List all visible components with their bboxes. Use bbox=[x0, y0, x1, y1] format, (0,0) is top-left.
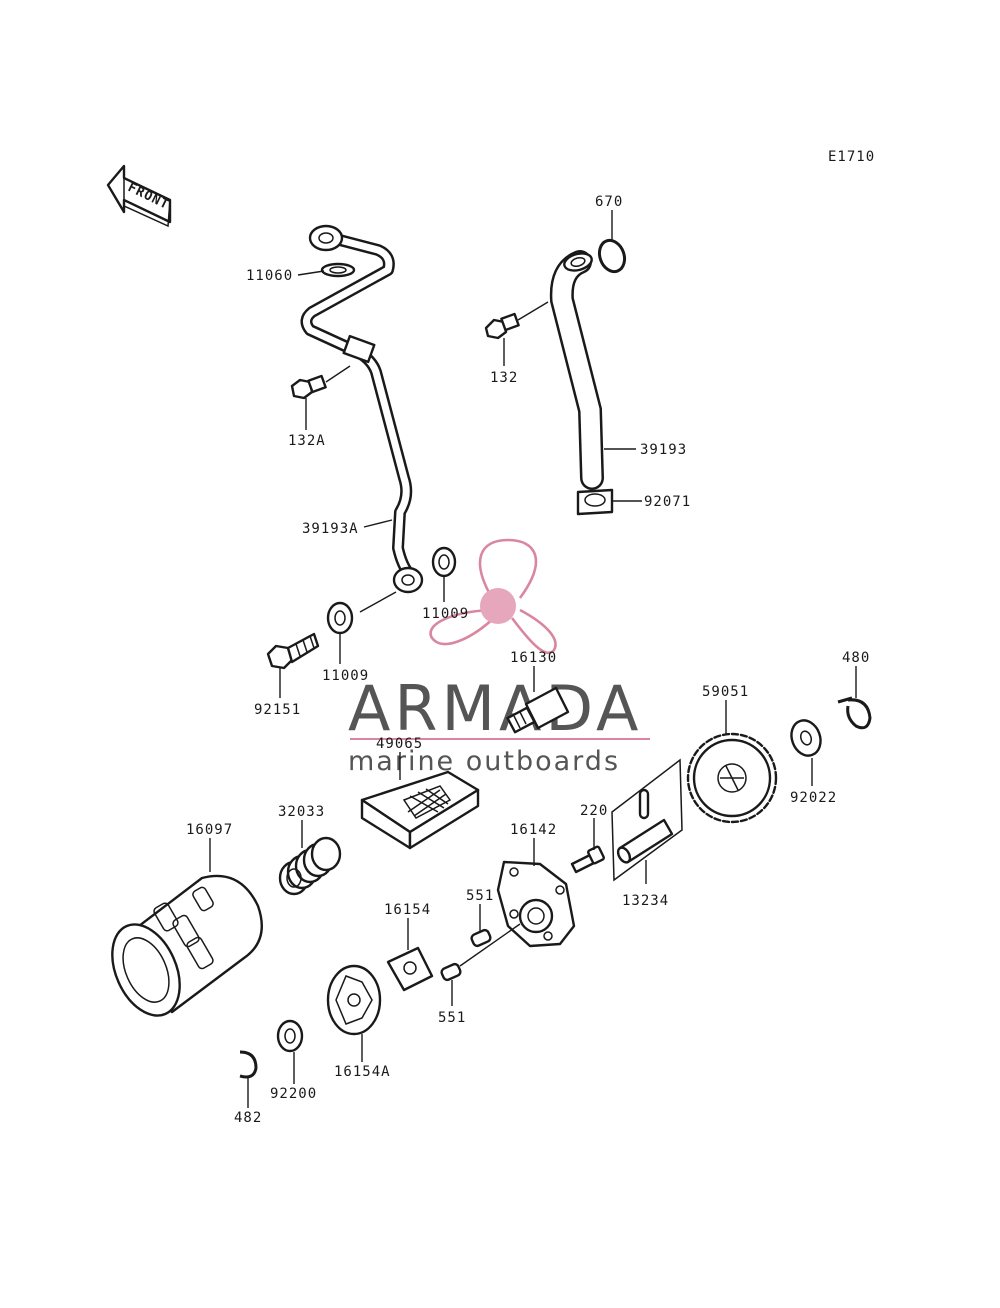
callout-39193: 39193 bbox=[640, 442, 687, 458]
diagram-code: E1710 bbox=[828, 149, 875, 165]
callout-59051: 59051 bbox=[702, 684, 749, 700]
callout-92022: 92022 bbox=[790, 790, 837, 806]
callout-480: 480 bbox=[842, 650, 870, 666]
bolt-132a bbox=[290, 365, 351, 400]
propeller-icon bbox=[429, 538, 557, 655]
callout-labels: 11060 132A 39193A 11009 11009 92151 670 … bbox=[186, 194, 870, 1126]
callout-16130: 16130 bbox=[510, 650, 557, 666]
callout-32033: 32033 bbox=[278, 804, 325, 820]
callout-11060: 11060 bbox=[246, 268, 293, 284]
callout-16097: 16097 bbox=[186, 822, 233, 838]
dowel-pin-551-lower bbox=[440, 962, 462, 982]
callout-11009-upper: 11009 bbox=[422, 606, 469, 622]
pump-gear-59051 bbox=[686, 732, 778, 824]
gasket-11060 bbox=[320, 262, 356, 278]
callout-92200: 92200 bbox=[270, 1086, 317, 1102]
circlip-480 bbox=[837, 696, 872, 730]
washer-92022 bbox=[790, 719, 822, 757]
watermark-title: ARMADA bbox=[348, 672, 642, 745]
pump-body-16142 bbox=[459, 860, 576, 967]
screw-220 bbox=[570, 845, 605, 874]
banjo-bolt-92151 bbox=[266, 632, 320, 670]
clamp-92071 bbox=[576, 488, 614, 516]
callout-132a: 132A bbox=[288, 433, 326, 449]
callout-482: 482 bbox=[234, 1110, 262, 1126]
relief-valve-16130 bbox=[506, 686, 570, 734]
bolt-132 bbox=[484, 301, 549, 340]
callout-92071: 92071 bbox=[644, 494, 691, 510]
watermark-subtitle: marine outboards bbox=[348, 746, 620, 777]
callout-551-upper: 551 bbox=[466, 888, 494, 904]
callout-92151: 92151 bbox=[254, 702, 301, 718]
spring-32033 bbox=[278, 836, 342, 896]
washer-11009-upper bbox=[431, 546, 457, 578]
leader-lines bbox=[209, 210, 857, 1108]
front-arrow-icon: FRONT bbox=[106, 164, 171, 228]
callout-220: 220 bbox=[580, 803, 608, 819]
oil-pipe-39193 bbox=[549, 250, 604, 490]
callout-132: 132 bbox=[490, 370, 518, 386]
callout-39193a: 39193A bbox=[302, 521, 359, 537]
oil-pipe-39193a bbox=[300, 224, 424, 594]
oil-filter-16097 bbox=[111, 874, 263, 1017]
oil-strainer-49065 bbox=[360, 770, 480, 850]
callout-16142: 16142 bbox=[510, 822, 557, 838]
e-clip-482 bbox=[239, 1050, 258, 1079]
callout-49065: 49065 bbox=[376, 736, 423, 752]
o-ring-670 bbox=[597, 238, 627, 274]
pump-shaft-13234 bbox=[611, 758, 683, 882]
callout-670: 670 bbox=[595, 194, 623, 210]
callout-11009-lower: 11009 bbox=[322, 668, 369, 684]
dowel-pin-551-upper bbox=[470, 928, 492, 948]
callout-16154: 16154 bbox=[384, 902, 431, 918]
armada-logo: ARMADA marine outboards bbox=[348, 538, 650, 777]
callout-16154a: 16154A bbox=[334, 1064, 391, 1080]
callout-551-lower: 551 bbox=[438, 1010, 466, 1026]
rotor-16154a bbox=[326, 964, 382, 1036]
rotor-16154 bbox=[386, 946, 434, 992]
washer-11009-lower bbox=[326, 601, 354, 635]
washer-92200 bbox=[276, 1019, 304, 1053]
callout-13234: 13234 bbox=[622, 893, 669, 909]
